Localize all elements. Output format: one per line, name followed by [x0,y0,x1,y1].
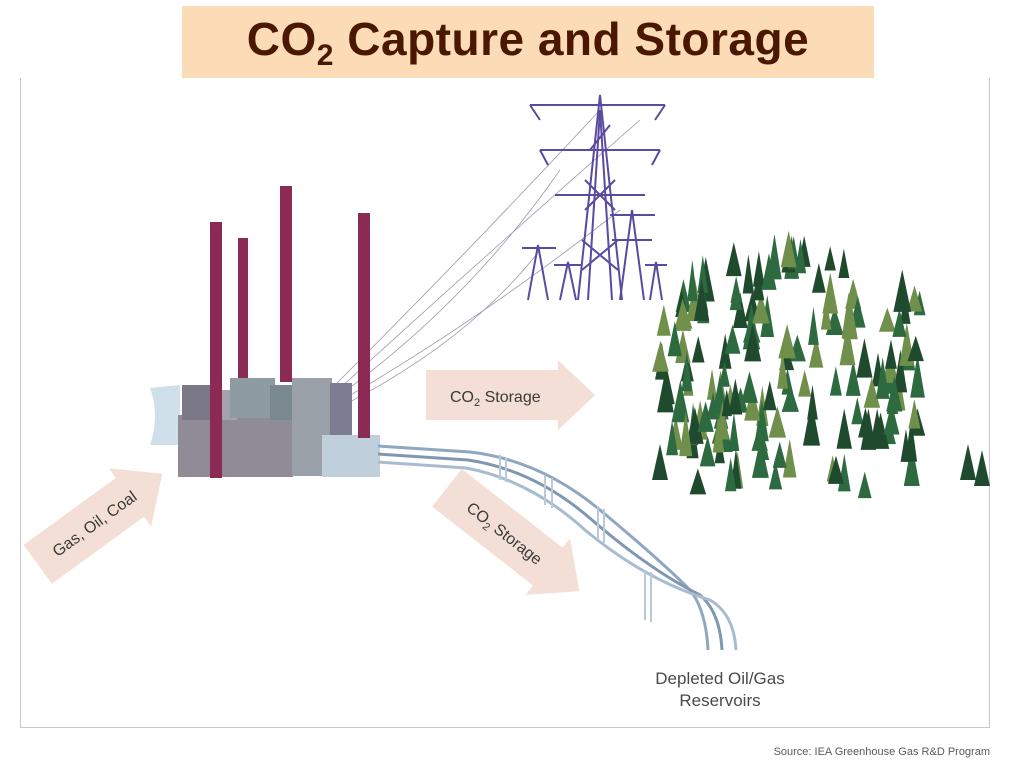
page-title: CO2 Capture and Storage [246,12,810,72]
source-credit: Source: IEA Greenhouse Gas R&D Program [773,746,990,758]
pipeline-icon [377,444,738,651]
forest-icon [652,230,990,499]
reservoir-label: Depleted Oil/Gas Reservoirs [655,669,785,710]
power-plant-icon [150,186,380,478]
co2-storage-arrow-upper: CO2 Storage [426,360,595,430]
co2-storage-label-upper: CO2 Storage [450,389,541,409]
fuel-input-arrow: Gas, Oil, Coal [23,468,163,584]
diagram-frame [20,78,990,728]
power-pylon-icon [522,94,667,301]
title-banner: CO2 Capture and Storage [182,6,874,78]
